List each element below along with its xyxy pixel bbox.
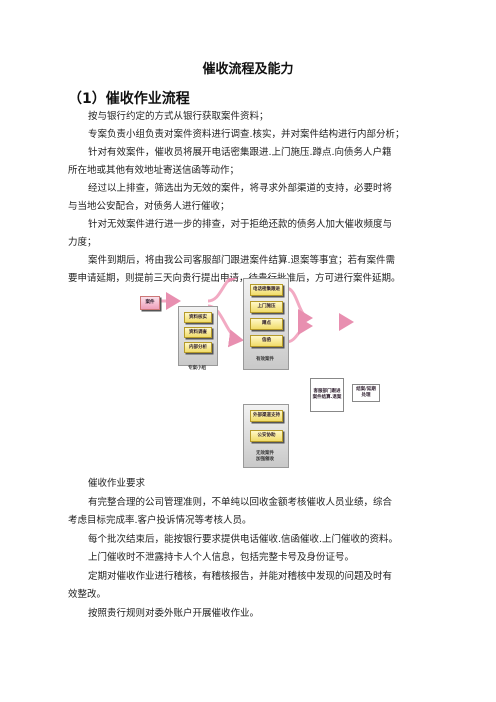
top-panel-label: 有效案件 [256, 357, 274, 362]
left-item-1: 资料核实 [184, 312, 212, 323]
paragraph-top-line: 案件到期后，将由我公司客服部门跟进案件结算.退案等事宜；若有案件需 [88, 255, 396, 266]
paragraph-bottom-line: 每个批次结束后，能按银行要求提供电话催收.信函催收.上门催收的资料。 [88, 533, 399, 545]
left-item-2: 资料调查 [184, 327, 212, 338]
paragraph-top-line: 经过以上排查，筛选出为无效的案件，将寻求外部渠道的支持，必要时将 [88, 183, 393, 194]
result-box: 客服部门跟进案件结算.退案 [310, 378, 344, 412]
case-source-box: 案件 [140, 296, 160, 310]
left-item-3: 内部分析 [184, 342, 212, 353]
bottom-item-1: 外部渠道支持 [250, 410, 283, 422]
paragraph-top-line: 专案负责小组负责对案件资料进行调查.核实，并对案件结构进行内部分析； [88, 129, 405, 140]
top-item-2: 上门施压 [250, 301, 283, 313]
top-item-3: 蹲点 [250, 318, 283, 330]
top-item-4: 信函 [250, 335, 283, 347]
section-heading: （1）催收作业流程 [68, 91, 190, 107]
bottom-panel-label: 无效案件 加强催收 [256, 451, 274, 462]
paragraph-top-line: 针对无效案件进行进一步的排查，对于拒绝还款的债务人加大催收频度与 [88, 219, 393, 230]
paragraph-bottom-line: 有完整合理的公司管理准则，不单纯以回收金额考核催收人员业绩，综合 [88, 496, 393, 508]
document-title: 催收流程及能力 [202, 62, 294, 77]
paragraph-bottom-line: 催收作业要求 [88, 478, 146, 489]
paragraph-top-line: 力度； [68, 237, 97, 248]
paragraph-bottom-line: 效整改。 [68, 589, 107, 600]
paragraph-bottom-line: 定期对催收作业进行稽核，有稽核报告，并能对稽核中发现的问题及时有 [88, 570, 393, 582]
left-panel-label: 专案小组 [188, 366, 206, 371]
paragraph-bottom-line: 按照贵行规则对委外账户开展催收作业。 [88, 607, 260, 619]
paragraph-top-line: 与当地公安配合，对债务人进行催收； [68, 201, 230, 212]
paragraph-top-line: 所在地或其他有效地址寄送信函等动作； [68, 165, 240, 176]
paragraph-bottom-line: 考虑目标完成率.客户投诉情况等考核人员。 [68, 515, 252, 526]
bottom-item-2: 公安协助 [250, 430, 283, 442]
top-item-1: 电话密集跟进 [250, 284, 283, 296]
final-box: 结案/延期 处理 [352, 384, 380, 402]
paragraph-top-line: 针对有效案件，催收员将展开电话密集跟进.上门施压.蹲点.向债务人户籍 [88, 147, 392, 158]
paragraph-top-line: 按与银行约定的方式从银行获取案件资料； [88, 111, 269, 122]
paragraph-bottom-line: 上门催收时不泄露持卡人个人信息，包括完整卡号及身份证号。 [88, 552, 355, 563]
